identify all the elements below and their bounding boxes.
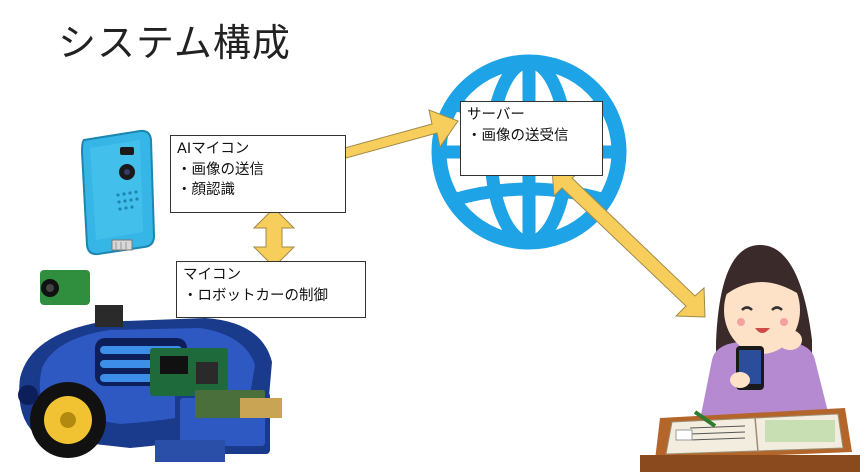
diagram-title: システム構成 <box>58 21 291 65</box>
robot-car-icon <box>18 270 282 462</box>
microcontroller-box: マイコン ・ロボットカーの制御 <box>176 261 366 318</box>
mc-box-item: ・ロボットカーの制御 <box>183 287 328 304</box>
ai-camera-module-icon <box>80 129 156 256</box>
mc-box-heading: マイコン <box>183 267 241 283</box>
ai-box-item: ・画像の送信 <box>177 161 264 178</box>
ai-box-heading: AIマイコン <box>177 141 250 157</box>
student-smartphone-icon <box>640 245 860 472</box>
arrow-ai-microcontroller <box>252 207 296 268</box>
ai-box-item: ・顔認識 <box>177 182 235 199</box>
server-box-item: ・画像の送受信 <box>467 127 569 144</box>
server-box: サーバー ・画像の送受信 <box>460 101 603 176</box>
server-box-heading: サーバー <box>467 107 525 123</box>
ai-microcontroller-box: AIマイコン ・画像の送信 ・顔認識 <box>170 135 346 213</box>
arrow-server-smartphone <box>551 167 706 318</box>
